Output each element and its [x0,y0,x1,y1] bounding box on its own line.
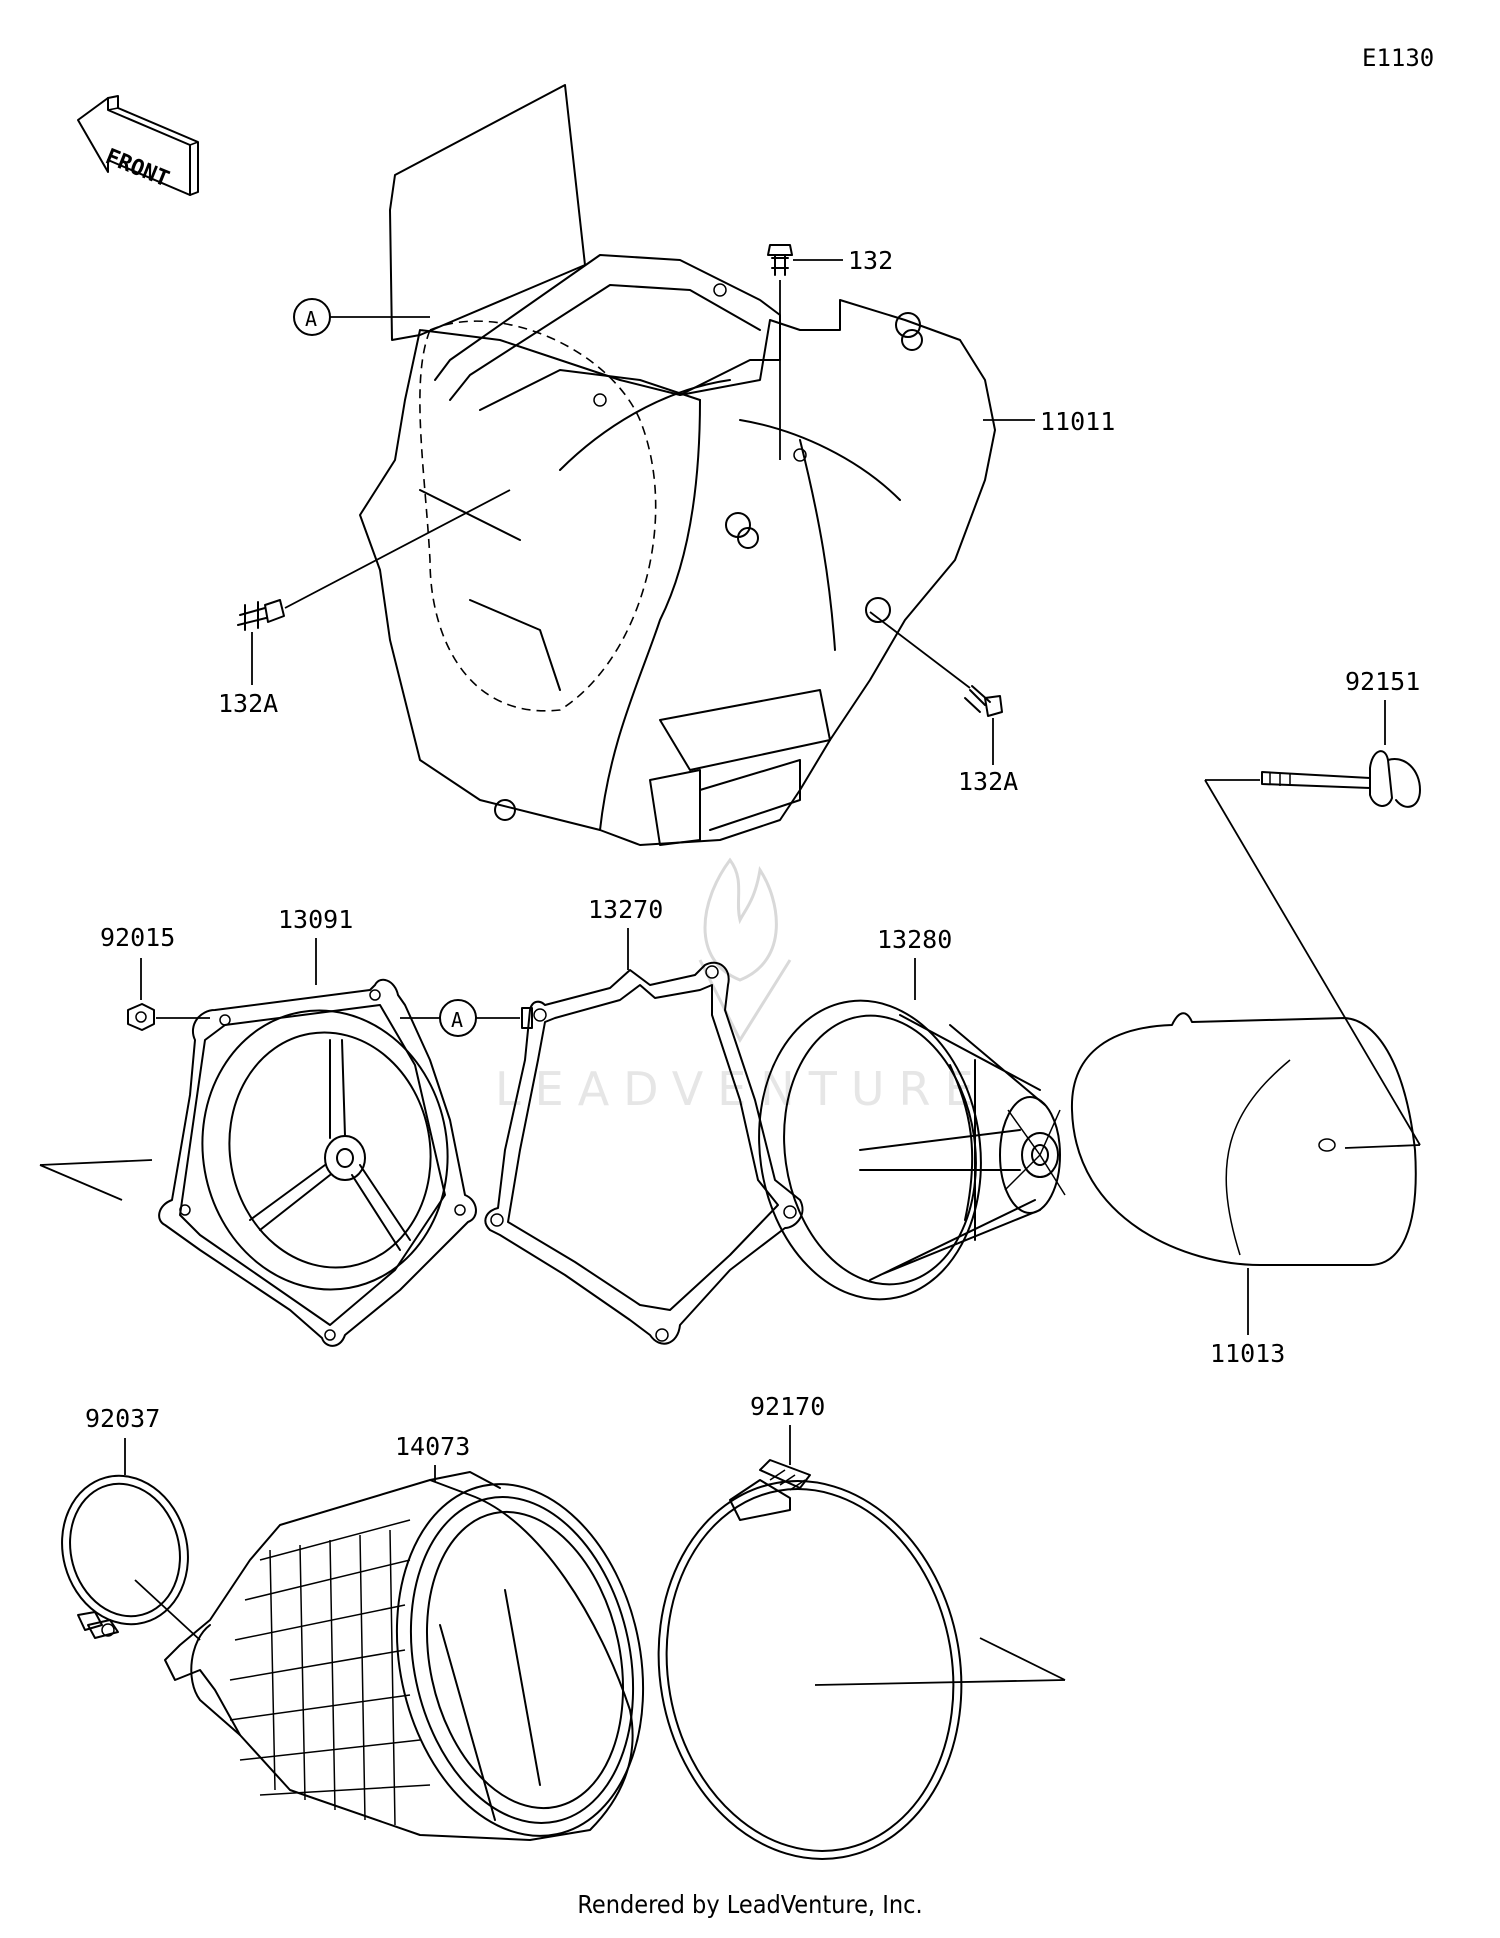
svg-text:A: A [305,307,317,331]
label-11011: 11011 [1040,407,1115,436]
label-92170: 92170 [750,1392,825,1421]
band-clamp-92170: 92170 [657,1392,1066,1860]
nut-92015: 92015 [100,923,210,1031]
label-132A-right: 132A [958,767,1018,796]
front-arrow-label: FRONT [102,144,173,192]
label-13091: 13091 [278,905,353,934]
air-box-housing [359,84,996,846]
filter-cage-13280: 13280 [758,925,1066,1301]
diagram-code: E1130 [1362,44,1435,72]
label-14073: 14073 [395,1432,470,1461]
label-92151: 92151 [1345,667,1420,696]
watermark-text: LEADVENTURE [495,1062,988,1116]
ref-marker-a-middle: A [400,999,533,1037]
leadventure-watermark: LEADVENTURE [495,857,988,1116]
label-13270: 13270 [588,895,663,924]
air-duct-14073: 14073 [164,1432,645,1841]
label-92015: 92015 [100,923,175,952]
filter-holder-13091: 13091 [39,905,477,1347]
clamp-92037: 92037 [61,1404,201,1641]
label-92037: 92037 [85,1404,160,1433]
wing-bolt-92151: 92151 [1204,667,1421,1149]
foam-filter-11013: 11013 [1070,1012,1417,1368]
ref-marker-a-top: A [293,298,430,336]
label-132: 132 [848,246,893,275]
footer-credit: Rendered by LeadVenture, Inc. [577,1890,923,1919]
front-direction-arrow: FRONT [77,95,199,196]
gasket-13270: 13270 [484,895,804,1345]
label-132A-left: 132A [218,689,278,718]
svg-text:A: A [451,1008,463,1032]
label-11013: 11013 [1210,1339,1285,1368]
label-13280: 13280 [877,925,952,954]
bolt-132: 132 [767,244,893,460]
bolt-132A-right: 132A [869,611,1018,796]
bolt-132A-left: 132A [218,489,511,718]
